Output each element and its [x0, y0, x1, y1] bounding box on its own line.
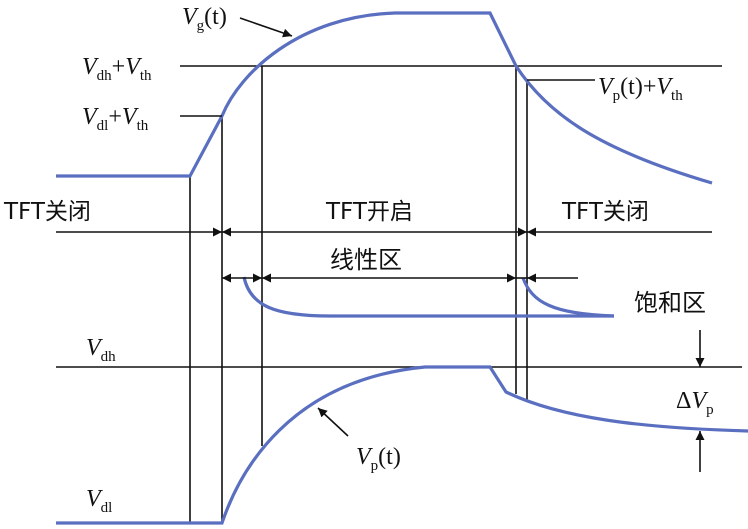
saturation-region-label: 饱和区 [634, 289, 706, 317]
vdh-vth-label: Vdh+Vth [82, 54, 152, 84]
vp-t-label: Vp(t) [356, 444, 401, 474]
saturation-curve-right [521, 277, 615, 318]
tft-off-right-label: TFT关闭 [561, 199, 649, 225]
vp-curve [56, 365, 748, 525]
linear-region-label: 线性区 [330, 246, 402, 274]
vg-pointer-arrow [239, 17, 293, 38]
delta-vp-label: ΔVp [676, 388, 714, 418]
vdl-label: Vdl [86, 486, 112, 516]
vp-pointer-arrow [317, 407, 349, 437]
tft-off-left-label: TFT关闭 [3, 199, 91, 225]
tft-on-label: TFT开启 [325, 199, 413, 225]
vdl-vth-label: Vdl+Vth [82, 104, 149, 134]
vg-label: Vg(t) [182, 4, 227, 34]
saturation-curve-left [242, 276, 614, 318]
vp-vth-label: Vp(t)+Vth [598, 74, 683, 104]
vdh-label: Vdh [86, 335, 116, 365]
vg-curve [56, 11, 713, 185]
